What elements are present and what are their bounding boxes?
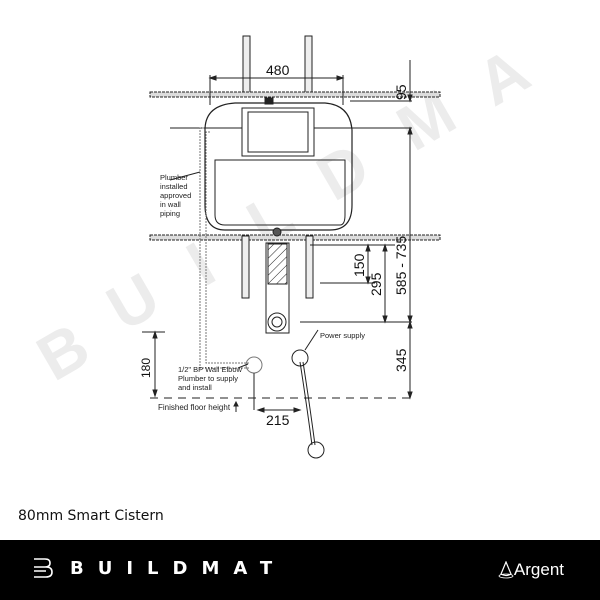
svg-text:D: D [305,129,381,214]
dim-95: 95 [393,84,409,100]
dim-150: 150 [351,253,367,277]
dim-295: 295 [368,272,384,296]
footer-bar: BUILDMAT Argent [0,540,600,600]
access-panel [241,107,315,157]
label-plumber-piping: Plumber installed approved in wall pipin… [160,173,193,218]
dim-585-735: 585 - 735 [393,236,409,295]
floor-arrow-icon [233,400,239,412]
brand-name: BUILDMAT [70,557,287,579]
dim-345: 345 [393,348,409,372]
label-power-supply: Power supply [320,331,365,340]
svg-text:B: B [25,309,101,394]
watermark: B U I L D M A [25,34,541,394]
label-wall-elbow: 1/2" BP Wall Elbow Plumber to supply and… [178,365,244,392]
dim-480: 480 [266,62,290,78]
partner-name: Argent [513,560,564,579]
product-caption: 80mm Smart Cistern [18,508,164,524]
cistern-body [204,102,353,231]
svg-text:A: A [465,34,541,119]
dim-180: 180 [139,358,153,378]
flush-pipe [265,242,290,334]
water-drop-icon [498,561,514,579]
buildmat-logo: BUILDMAT [32,557,286,579]
dim-215: 215 [266,412,290,428]
label-finished-floor: Finished floor height [158,403,231,412]
cistern-technical-drawing: B U I L D M A [25,34,541,459]
argent-logo: Argent [498,560,564,580]
buildmat-b-icon [34,558,53,578]
top-bracket-rails [149,35,441,98]
